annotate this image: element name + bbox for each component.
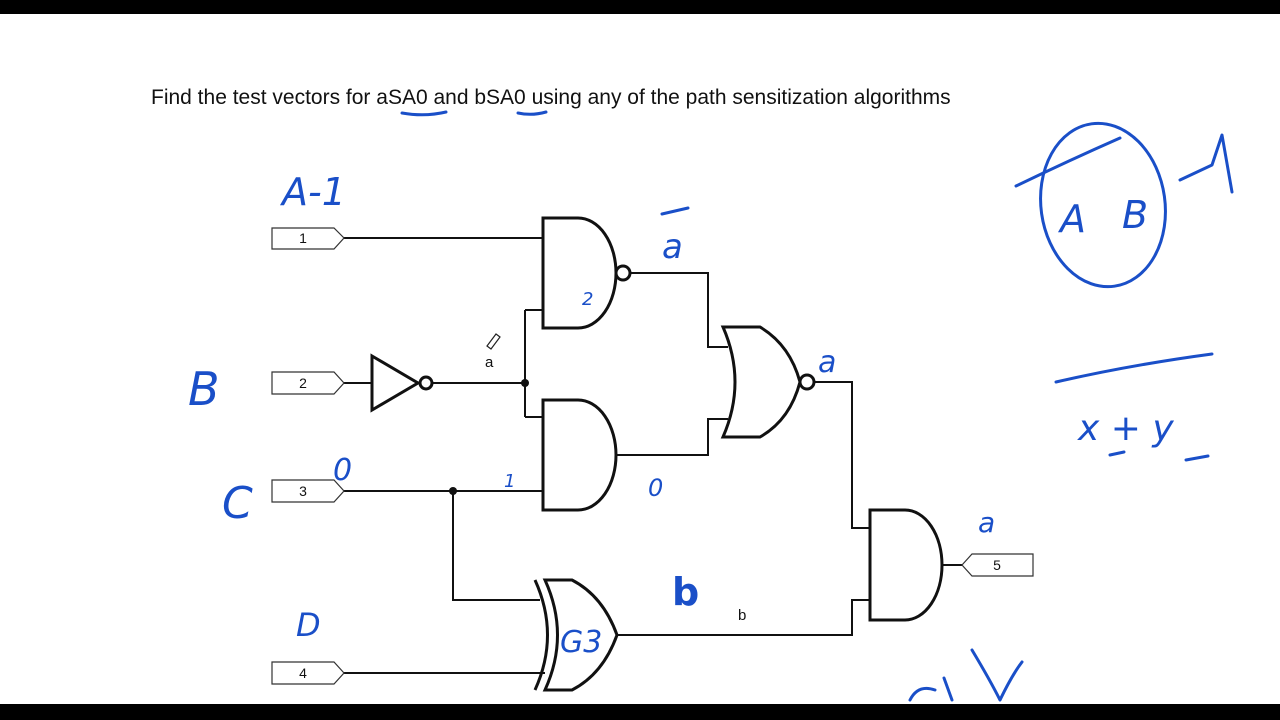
- question-middle: and: [427, 86, 475, 109]
- underline-asa0: [400, 110, 448, 117]
- nor-gate: [720, 325, 816, 439]
- annotation-demorgan-b: B: [1122, 193, 1148, 237]
- annotation-nor-out: a: [818, 345, 836, 380]
- underline-bsa0: [516, 110, 548, 116]
- pin-label-3: 3: [299, 483, 307, 499]
- bottom-letterbox: [0, 704, 1280, 720]
- annotation-input2: B: [188, 362, 220, 416]
- question-suffix: using any of the path sensitization algo…: [525, 86, 951, 109]
- annotation-input3: C: [222, 478, 253, 529]
- input-pin-4: 4: [271, 661, 345, 685]
- pin-label-2: 2: [299, 375, 307, 391]
- input-pin-2: 2: [271, 371, 345, 395]
- junction-dot-3: [449, 487, 457, 495]
- pin-label-5: 5: [993, 557, 1001, 573]
- and-gate-output: [868, 508, 944, 622]
- annotation-final: a: [978, 506, 995, 539]
- net-label-a: a: [485, 354, 494, 371]
- pin-label-4: 4: [299, 665, 307, 681]
- annotation-xor-mark: G3: [560, 625, 602, 660]
- annotation-nand-out: a: [662, 227, 683, 267]
- annotation-demorgan-expr: x + y: [1077, 408, 1174, 449]
- output-pin-5: 5: [961, 553, 1034, 577]
- and-gate: [541, 398, 618, 512]
- annotation-net-1: 1: [504, 471, 515, 492]
- annotation-input3-value: 0: [333, 453, 352, 488]
- input-pin-1: 1: [271, 227, 345, 250]
- fault-b: bSA0: [474, 86, 526, 109]
- question-text: Find the test vectors for aSA0 and bSA0 …: [151, 86, 951, 110]
- question-prefix: Find the test vectors for: [151, 86, 377, 109]
- annotation-xor-out: b: [672, 570, 699, 614]
- annotation-demorgan-a: A: [1057, 197, 1086, 241]
- input-pin-3: 3: [271, 479, 345, 503]
- annotation-input1: A-1: [279, 170, 346, 214]
- net-label-b: b: [738, 607, 746, 624]
- annotation-nand-mark: 2: [582, 289, 593, 310]
- scribble-bottom-mid: [908, 676, 954, 702]
- nand-gate: [541, 216, 632, 330]
- xor-gate: [533, 578, 619, 692]
- top-letterbox: [0, 0, 1280, 14]
- junction-dot-a: [521, 379, 529, 387]
- demorgan-sketch: A B x + y: [1014, 121, 1234, 462]
- fault-a: aSA0: [376, 86, 428, 109]
- not-gate: [370, 353, 434, 413]
- scribble-bottom-right: [970, 648, 1024, 702]
- pencil-cursor-icon: [486, 333, 501, 350]
- wires: [344, 237, 962, 674]
- pin-label-1: 1: [299, 230, 307, 246]
- annotation-and-out: 0: [648, 474, 663, 502]
- annotation-overbar: [660, 206, 690, 216]
- annotation-input4: D: [296, 606, 321, 644]
